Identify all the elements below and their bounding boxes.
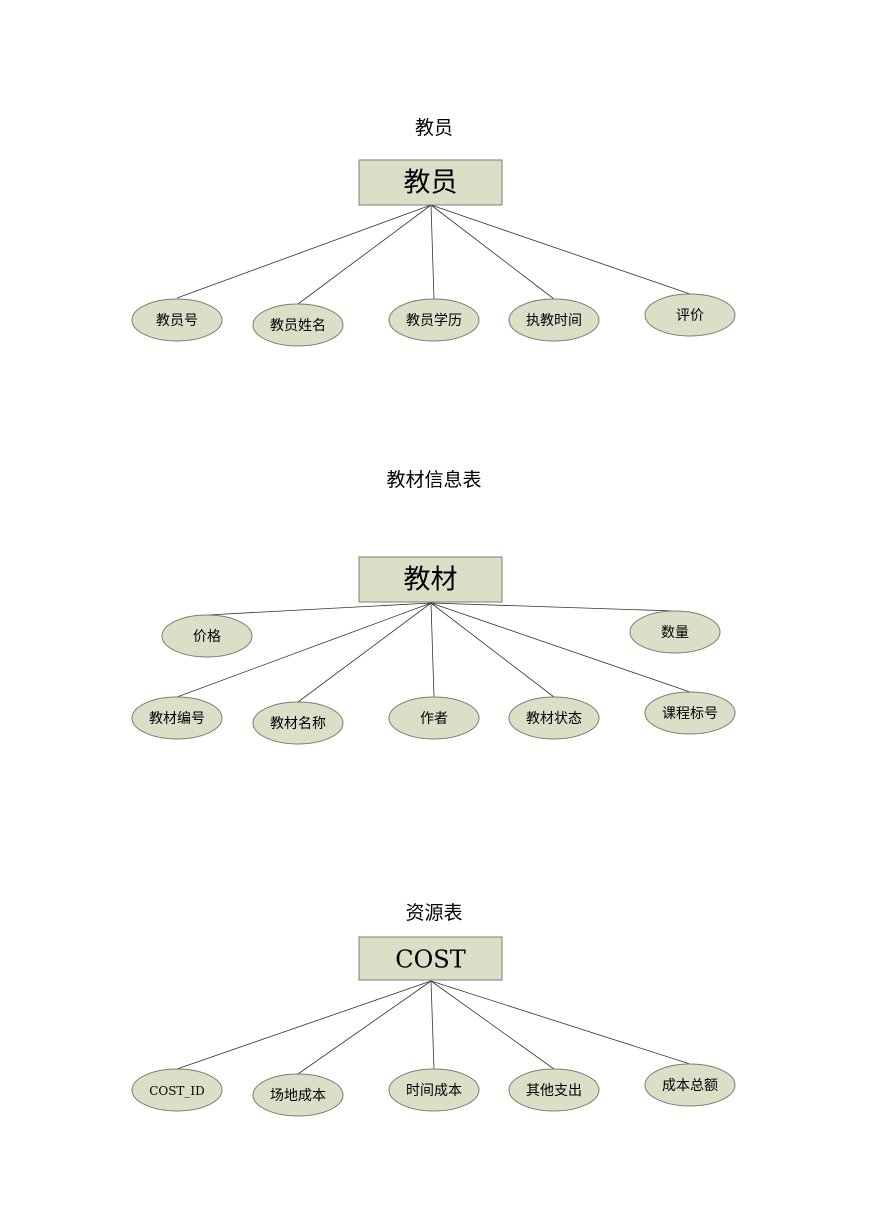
entity-box: 教员 [358, 159, 503, 206]
relationship-line [430, 602, 435, 698]
entity-label: 教材 [404, 565, 458, 596]
attribute-label: 时间成本 [406, 1083, 462, 1099]
entity-rect [358, 159, 503, 206]
attribute-label: 教员学历 [406, 313, 462, 329]
attribute-label: 成本总额 [662, 1078, 718, 1094]
er-diagram: 教员教员教员号教员姓名教员学历执教时间评价 [131, 117, 736, 347]
attribute-label: 场地成本 [270, 1088, 326, 1104]
attribute-label: COST_ID [149, 1084, 205, 1098]
attribute-node: 课程标号 [644, 691, 736, 735]
attribute-ellipse [508, 298, 600, 342]
attribute-node: 教材名称 [252, 701, 344, 745]
relationship-line [176, 980, 432, 1070]
relationship-line [430, 204, 691, 295]
attribute-ellipse [388, 298, 480, 342]
attribute-node: 执教时间 [508, 298, 600, 342]
attribute-label: 教材编号 [149, 711, 205, 727]
diagram-title: 教员 [415, 117, 453, 139]
attribute-ellipse [161, 614, 253, 658]
attribute-node: 成本总额 [644, 1063, 736, 1107]
attribute-label: 数量 [661, 625, 689, 641]
diagram-title: 资源表 [405, 902, 462, 924]
relationship-line [176, 204, 432, 299]
attribute-ellipse [644, 1063, 736, 1107]
attribute-label: 课程标号 [662, 706, 718, 722]
entity-label: 教员 [404, 168, 458, 199]
relationship-line [430, 602, 676, 612]
entity-label: COST [395, 946, 466, 974]
attribute-ellipse [644, 691, 736, 735]
attribute-label: 教材状态 [526, 711, 582, 727]
attribute-ellipse [131, 298, 223, 342]
relationship-line [430, 980, 435, 1070]
relationship-line [297, 980, 432, 1075]
relationship-line [430, 980, 555, 1070]
attribute-ellipse [252, 303, 344, 347]
attribute-ellipse [131, 696, 223, 740]
relationship-line [430, 602, 691, 693]
attribute-label: 教材名称 [270, 716, 326, 732]
relationship-line [297, 204, 432, 305]
attribute-node: 评价 [644, 293, 736, 337]
attribute-node: 场地成本 [252, 1073, 344, 1117]
attribute-node: 数量 [629, 610, 721, 654]
entity-rect [358, 936, 503, 981]
attribute-ellipse [508, 1068, 600, 1112]
er-diagram: 资源表 COST COST_ID 场地成本 时间成本 其他支出 成本总额 [131, 902, 736, 1117]
relationship-line [206, 602, 432, 616]
attribute-node: 教材编号 [131, 696, 223, 740]
attribute-label: 教员姓名 [270, 318, 326, 334]
attribute-ellipse [388, 696, 480, 740]
relationship-line [176, 602, 432, 698]
attribute-node: 价格 [161, 614, 253, 658]
attribute-ellipse [131, 1068, 223, 1112]
attribute-ellipse [252, 701, 344, 745]
diagram-title: 教材信息表 [386, 469, 481, 491]
attribute-node: COST_ID [131, 1068, 223, 1112]
attribute-ellipse [629, 610, 721, 654]
relationship-line [430, 204, 435, 300]
attribute-label: 价格 [193, 629, 221, 645]
attribute-node: 教员姓名 [252, 303, 344, 347]
entity-rect [358, 556, 503, 603]
attribute-ellipse [252, 1073, 344, 1117]
attribute-node: 时间成本 [388, 1068, 480, 1112]
attribute-ellipse [388, 1068, 480, 1112]
attribute-label: 教员号 [156, 313, 198, 329]
attribute-ellipse [508, 696, 600, 740]
attribute-label: 执教时间 [526, 313, 582, 329]
entity-box: 教材 [358, 556, 503, 603]
attribute-label: 评价 [676, 308, 704, 324]
relationship-line [297, 602, 432, 703]
relationship-line [430, 602, 555, 698]
attribute-node: 教员号 [131, 298, 223, 342]
entity-box: COST [358, 936, 503, 981]
attribute-ellipse [644, 293, 736, 337]
relationship-line [430, 980, 691, 1065]
attribute-label: 其他支出 [526, 1083, 582, 1099]
relationship-line [430, 204, 555, 300]
attribute-node: 作者 [388, 696, 480, 740]
attribute-label: 作者 [420, 711, 448, 727]
attribute-node: 教材状态 [508, 696, 600, 740]
attribute-node: 教员学历 [388, 298, 480, 342]
attribute-node: 其他支出 [508, 1068, 600, 1112]
